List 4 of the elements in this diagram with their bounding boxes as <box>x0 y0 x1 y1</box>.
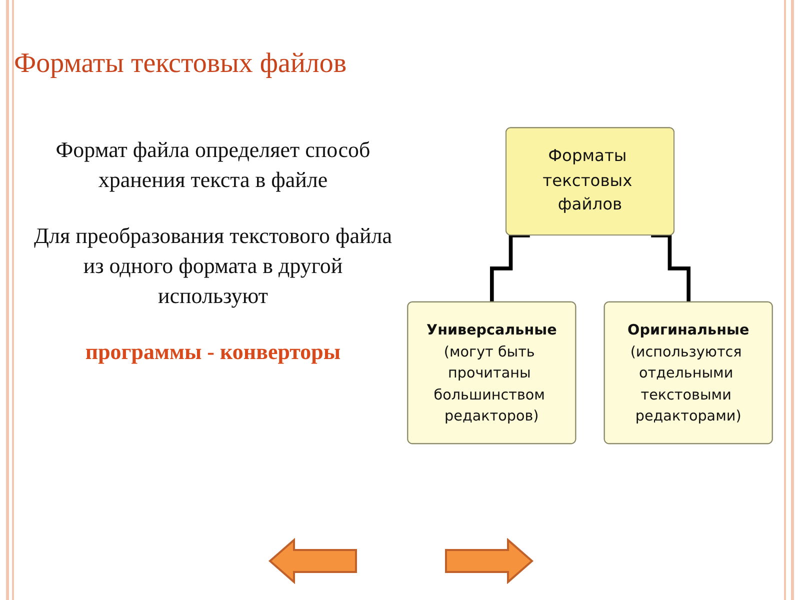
highlighted-text: программы - конверторы <box>84 338 342 366</box>
paragraph: Формат файла определяет способ хранения текста в файле <box>54 136 372 194</box>
slide-title: Форматы текстовых файлов <box>14 48 347 80</box>
paragraph: Для преобразования текстового файла из одного формата в другой используют <box>32 222 394 310</box>
